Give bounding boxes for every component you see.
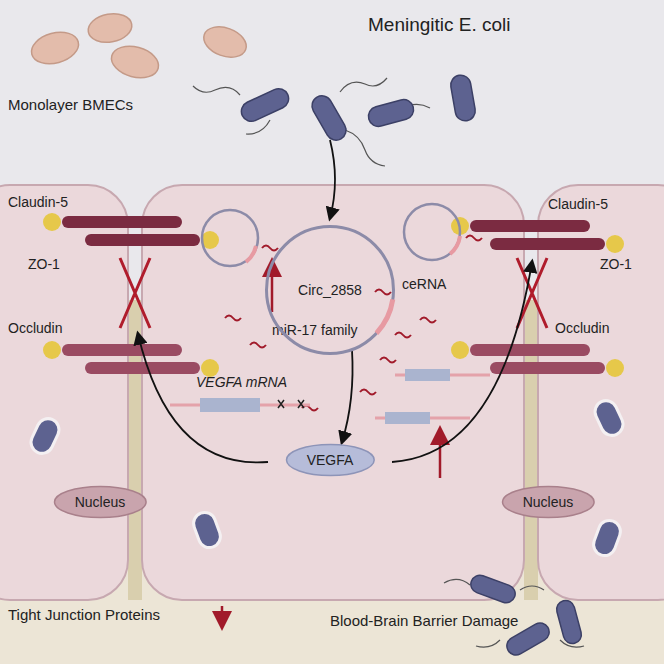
node-text: Nucleus [523, 494, 574, 510]
protein-label: ZO-1 [600, 256, 632, 273]
protein-label: Claudin-5 [548, 196, 608, 213]
node-shape [286, 445, 374, 476]
rna-label: VEGFA mRNA [196, 374, 287, 391]
protein-label: Claudin-5 [8, 194, 68, 211]
main-label: Meningitic E. coli [368, 14, 511, 37]
ellipse-node: Nucleus [53, 485, 148, 519]
outcome-label: Blood-Brain Barrier Damage [330, 612, 518, 630]
node-text: Circ_2858 [298, 282, 362, 298]
node-shape [267, 227, 394, 354]
protein-label: Occludin [555, 320, 609, 337]
ellipse-node: Nucleus [501, 485, 596, 519]
rna-label: ceRNA [402, 276, 446, 293]
node-shape [502, 487, 594, 518]
outcome-label: Tight Junction Proteins [8, 606, 160, 624]
circrna-circle: Circ_2858 [265, 225, 395, 355]
node-text: Nucleus [75, 494, 126, 510]
protein-label: ZO-1 [28, 256, 60, 273]
node-text: VEGFA [307, 452, 354, 468]
binding-site [376, 299, 392, 333]
protein-label: Occludin [8, 320, 62, 337]
layer-label: Monolayer BMECs [8, 96, 133, 114]
ellipse-node: VEGFA [285, 443, 376, 477]
node-shape [54, 487, 146, 518]
